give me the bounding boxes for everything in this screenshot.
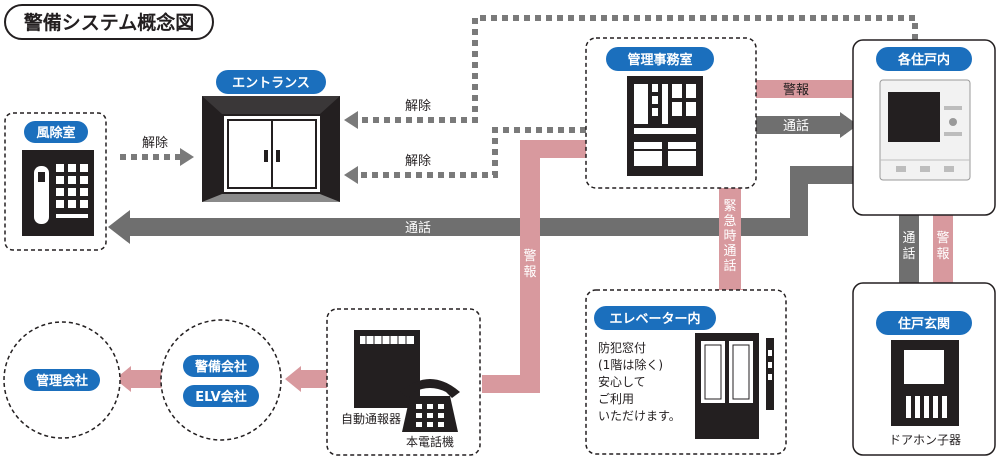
emergency-call-label: 緊急時通話 [723,199,736,274]
release-arrowhead-2 [344,166,358,184]
release-label-windbreak: 解除 [142,136,168,151]
entrance-panel-icon [22,150,94,236]
windbreak-room: 風除室 [4,112,107,251]
emergency-call-arrow: 緊急時通話 [716,170,744,305]
release-label-2: 解除 [405,154,431,169]
release-arrowhead-1 [344,111,358,129]
elv-company-label: ELV会社 [195,389,246,405]
intercom-monitor-icon [879,79,971,181]
elevator-text-1: 防犯窓付 [598,340,646,355]
auto-dialer-box: 自動通報器 本電話機 [326,308,481,456]
door-intercom-icon [891,340,959,426]
unit-entrance: 住戸玄関 ドアホン子器 [852,282,996,456]
elevator-text-5: いただけます。 [598,409,681,423]
security-company-label: 警備会社 [195,359,247,375]
management-company-group: 管理会社 [3,321,121,439]
elevator-label: エレベーター内 [609,311,700,327]
release-arrowhead-3 [180,148,194,166]
release-line-top [358,15,918,123]
management-office-label: 管理事務室 [627,52,692,68]
main-phone-label: 本電話機 [406,434,454,449]
release-lines [120,15,918,178]
management-company-label: 管理会社 [36,373,88,389]
alarm-label-vertical: 警報 [523,248,536,280]
alarm-vert-char-2: 報 [523,265,536,280]
page-title: 警備システム概念図 [24,11,194,34]
security-elv-group: 警備会社 ELV会社 [160,319,282,441]
entrance-label: エントランス [232,76,310,91]
title-badge: 警備システム概念図 [4,4,214,40]
each-unit-label: 各住戸内 [897,52,950,68]
alarm-arrow-dialer-to-security [285,366,328,392]
unit-entrance-label: 住戸玄関 [898,316,950,332]
elevator: エレベーター内 防犯窓付 (1階は除く) 安心して ご利用 いただけます。 [585,289,787,455]
elevator-text-3: 安心して [598,374,646,389]
elevator-text-4: ご利用 [598,391,634,406]
release-label-1: 解除 [405,99,431,114]
entrance: エントランス [202,70,340,202]
each-unit: 各住戸内 [852,39,996,216]
elevator-text-2: (1階は除く) [598,357,663,372]
call-label-long: 通話 [405,220,431,236]
alarm-label-top: 警報 [783,82,809,98]
entrance-door-icon [202,96,340,202]
windbreak-label: 風除室 [36,125,75,141]
release-line-bottom [358,127,586,178]
call-arrow-long: 通話 [108,166,858,244]
management-office: 管理事務室 [585,37,757,189]
elevator-door-icon [695,333,774,439]
alarm-vert-char-1: 警 [523,248,536,264]
phone-icon [400,379,460,432]
alarm-path-to-dialer: 警報 [482,140,603,393]
release-arrowheads [180,111,358,184]
control-panel-icon [627,76,703,176]
auto-dialer-label: 自動通報器 [341,412,401,426]
alarm-arrow-security-to-management [115,366,164,392]
call-label-vertical: 通話 [902,231,915,262]
call-label-top: 通話 [783,118,809,134]
alarm-label-vertical-right: 警報 [936,230,949,262]
door-intercom-label: ドアホン子器 [889,433,961,447]
